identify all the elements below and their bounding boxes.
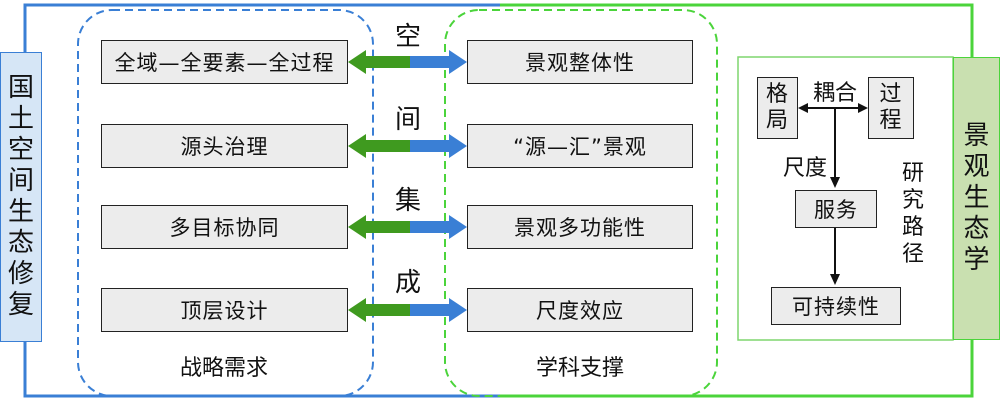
- sustainability-node: 可持续性: [771, 287, 901, 325]
- pattern-node-char: 局: [765, 108, 789, 133]
- vertical-arrow-to-sustainability: [830, 228, 840, 285]
- left-group-title: 战略需求: [180, 356, 269, 381]
- pattern-node: 格局: [757, 77, 798, 139]
- discipline-item-2: “源—汇”景观: [467, 124, 693, 168]
- left-side-label-char: 国: [7, 73, 34, 103]
- vertical-arrow-to-service: [830, 108, 840, 188]
- middle-char-4: 成: [395, 268, 422, 298]
- left-side-label-char: 生: [7, 197, 34, 227]
- strategy-item-4: 顶层设计: [101, 288, 348, 332]
- process-node-char: 程: [879, 108, 903, 133]
- research-path-label-char: 究: [901, 188, 924, 213]
- research-path-label-char: 路: [901, 215, 924, 240]
- right-side-label-char: 观: [963, 152, 990, 182]
- left-side-label-char: 空: [7, 135, 34, 165]
- right-side-label-char: 生: [963, 183, 990, 213]
- left-side-label-char: 复: [7, 290, 34, 320]
- discipline-item-3: 景观多功能性: [467, 205, 693, 249]
- left-side-label-char: 态: [7, 228, 34, 258]
- coupling-double-arrow: [798, 103, 868, 113]
- right-side-label-char: 景: [963, 121, 990, 151]
- process-node: 过程: [868, 77, 914, 139]
- middle-char-3: 集: [395, 186, 422, 216]
- research-path-label-char: 研: [901, 161, 924, 186]
- pattern-node-char: 格: [765, 82, 789, 107]
- process-node-char: 过: [879, 82, 903, 107]
- discipline-item-1: 景观整体性: [467, 40, 693, 84]
- middle-char-1: 空: [395, 22, 422, 52]
- double-arrow-2: [348, 134, 467, 158]
- left-side-label-char: 间: [7, 166, 34, 196]
- double-arrow-1: [348, 50, 467, 74]
- right-side-label-char: 学: [963, 245, 990, 275]
- research-path-label-char: 径: [901, 242, 924, 267]
- left-side-label: 国土空间生态修复: [0, 52, 42, 342]
- right-side-label: 景观生态学: [953, 57, 1000, 340]
- double-arrow-4: [348, 298, 467, 322]
- coupling-label: 耦合: [813, 81, 858, 106]
- middle-char-2: 间: [395, 105, 422, 135]
- right-dashed-group: [444, 9, 718, 397]
- discipline-item-4: 尺度效应: [467, 288, 693, 332]
- left-side-label-char: 土: [7, 104, 34, 134]
- double-arrow-3: [348, 215, 467, 239]
- right-side-label-char: 态: [963, 214, 990, 244]
- strategy-item-2: 源头治理: [101, 124, 348, 168]
- right-group-title: 学科支撑: [536, 356, 625, 381]
- strategy-item-3: 多目标协同: [101, 205, 348, 249]
- research-path-label: 研究路径: [898, 158, 928, 270]
- left-side-label-char: 修: [7, 259, 34, 289]
- strategy-item-1: 全域—全要素—全过程: [101, 40, 348, 84]
- scale-label: 尺度: [783, 156, 828, 181]
- service-node: 服务: [795, 190, 877, 228]
